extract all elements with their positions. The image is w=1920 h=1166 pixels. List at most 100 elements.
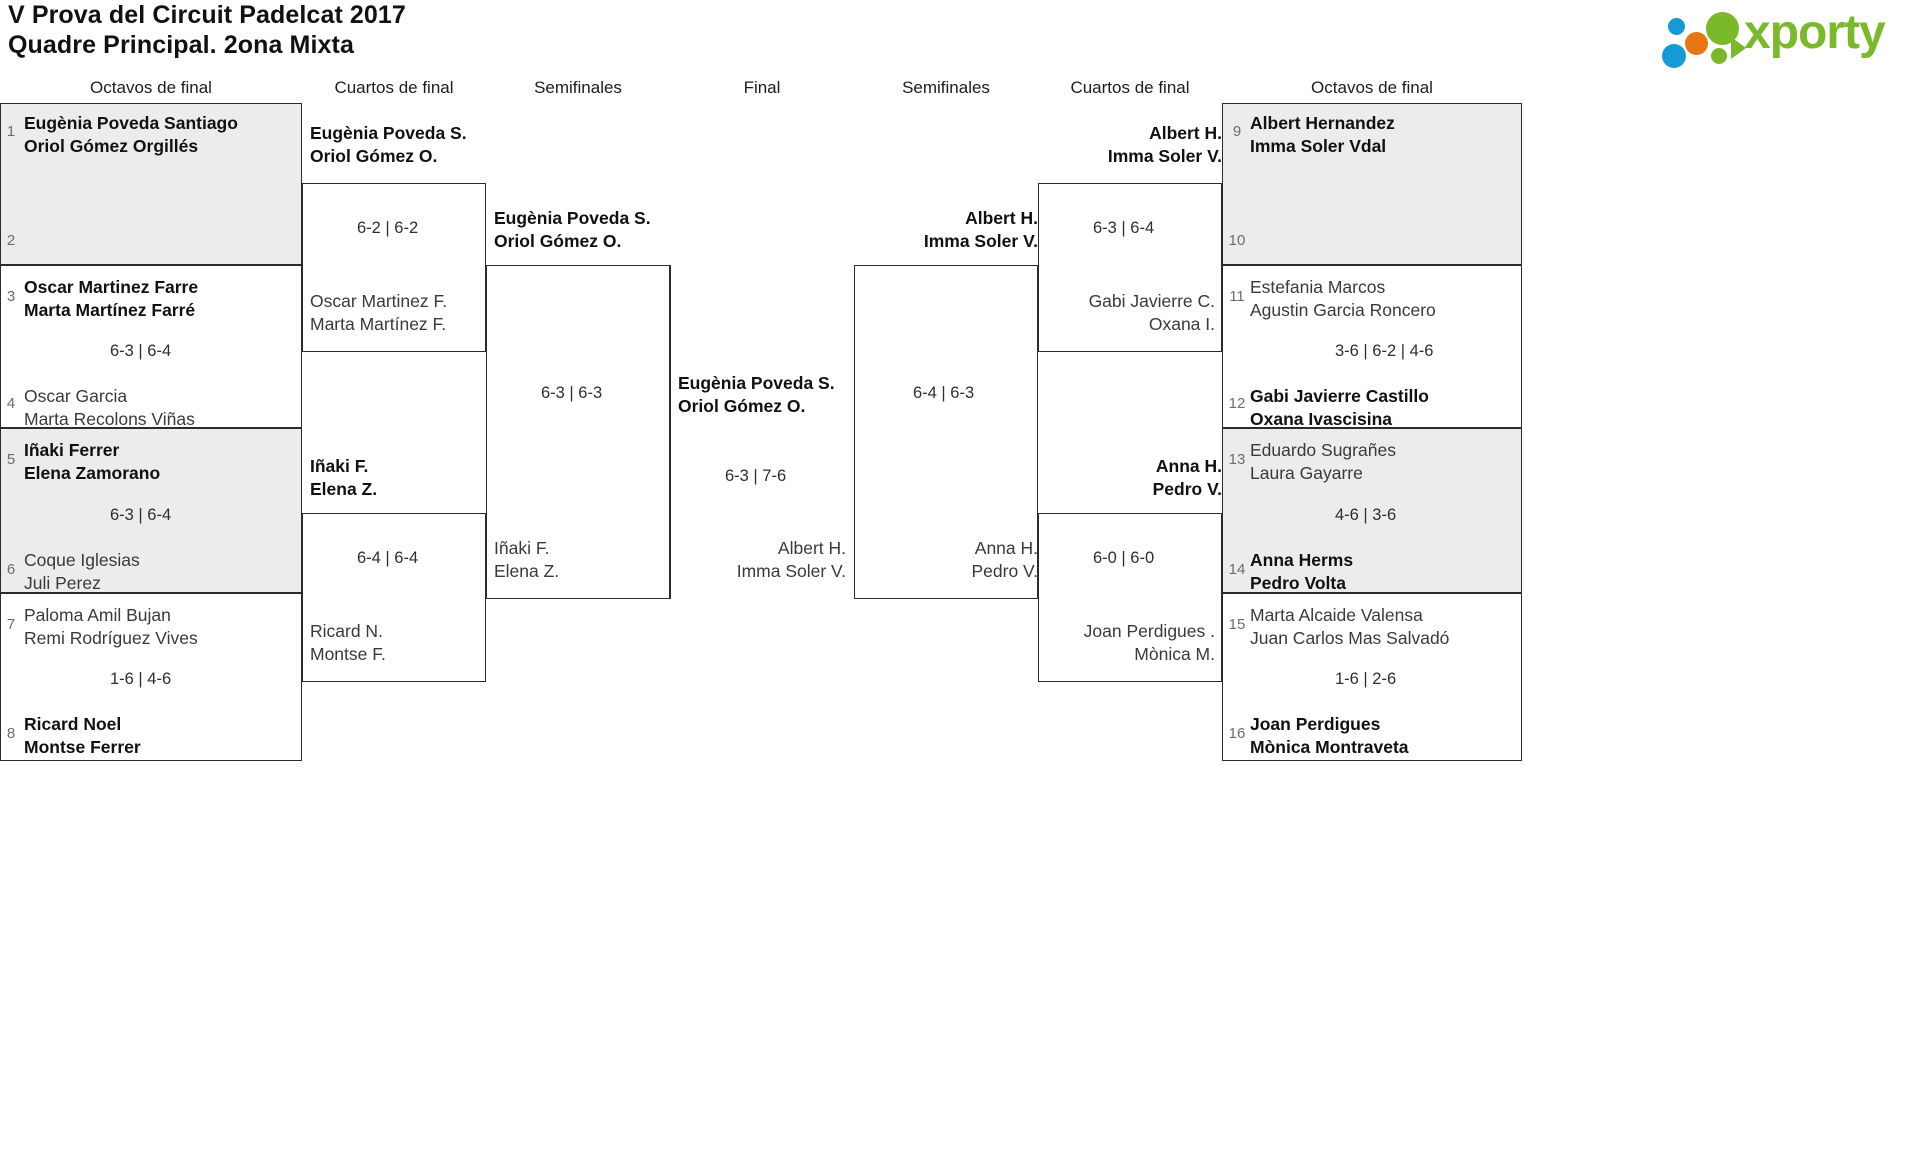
match-block-octavos-l1[interactable] bbox=[0, 103, 302, 265]
logo-wordmark: xporty bbox=[1744, 6, 1886, 59]
score-octavos-r4: 1-6 | 2-6 bbox=[1335, 670, 1397, 688]
player-name: Oxana Ivascisina bbox=[1250, 408, 1393, 429]
match-block-octavos-r4[interactable] bbox=[1222, 593, 1522, 761]
player-name: Ricard N. bbox=[310, 621, 383, 641]
player-name: Agustin Garcia Roncero bbox=[1250, 299, 1436, 320]
player-name: Juli Perez bbox=[24, 572, 101, 593]
player-name: Anna Herms bbox=[1250, 550, 1354, 570]
score-cuartos-r1: 6-3 | 6-4 bbox=[1093, 219, 1155, 237]
match-block-cuartos-r1[interactable] bbox=[1038, 183, 1222, 352]
team-semis-right-top: Albert H. Imma Soler V. bbox=[846, 207, 1038, 252]
seed-number-2: 2 bbox=[6, 232, 16, 249]
team-final-bottom: Albert H. Imma Soler V. bbox=[654, 537, 846, 582]
player-name: Oriol Gómez O. bbox=[310, 145, 438, 166]
team-octavos-r2-bottom: Gabi Javierre Castillo Oxana Ivascisina bbox=[1250, 385, 1429, 430]
player-name: Albert H. bbox=[777, 538, 846, 558]
player-name: Iñaki F. bbox=[494, 538, 550, 558]
team-octavos-r3-top: Eduardo Sugrañes Laura Gayarre bbox=[1250, 439, 1396, 484]
team-cuartos-r2-top: Anna H. Pedro V. bbox=[1022, 455, 1222, 500]
match-block-octavos-r1[interactable] bbox=[1222, 103, 1522, 265]
player-name: Juan Carlos Mas Salvadó bbox=[1250, 627, 1450, 648]
player-name: Joan Perdigues bbox=[1250, 714, 1381, 734]
match-block-cuartos-r2[interactable] bbox=[1038, 513, 1222, 682]
player-name: Joan Perdigues . bbox=[1083, 621, 1215, 641]
seed-number-6: 6 bbox=[6, 561, 16, 578]
match-block-semis-left[interactable] bbox=[486, 265, 670, 599]
team-semis-right-bottom: Anna H. Pedro V. bbox=[846, 537, 1039, 582]
player-name: Oxana I. bbox=[1148, 313, 1215, 334]
match-block-octavos-l3[interactable] bbox=[0, 428, 302, 593]
round-header-octavos-right: Octavos de final bbox=[1311, 78, 1433, 97]
match-block-cuartos-l2[interactable] bbox=[302, 513, 486, 682]
player-name: Montse Ferrer bbox=[24, 736, 141, 757]
team-octavos-l2-top: Oscar Martinez Farre Marta Martínez Farr… bbox=[24, 276, 198, 321]
player-name: Oscar Martinez F. bbox=[310, 291, 448, 311]
match-block-octavos-l2[interactable] bbox=[0, 265, 302, 428]
seed-number-7: 7 bbox=[6, 616, 16, 633]
match-block-octavos-r3[interactable] bbox=[1222, 428, 1522, 593]
player-name: Marta Martínez F. bbox=[310, 313, 447, 334]
round-header-cuartos-left: Cuartos de final bbox=[334, 78, 454, 97]
player-name: Mònica M. bbox=[1134, 643, 1215, 664]
team-octavos-l1-top: Eugènia Poveda Santiago Oriol Gómez Orgi… bbox=[24, 112, 238, 157]
player-name: Anna H. bbox=[974, 538, 1038, 558]
team-cuartos-l1-bottom: Oscar Martinez F. Marta Martínez F. bbox=[310, 290, 447, 335]
score-octavos-l2: 6-3 | 6-4 bbox=[110, 342, 172, 360]
score-octavos-r2: 3-6 | 6-2 | 4-6 bbox=[1335, 342, 1434, 360]
score-cuartos-l1: 6-2 | 6-2 bbox=[357, 219, 419, 237]
match-block-cuartos-l1[interactable] bbox=[302, 183, 486, 352]
player-name: Anna H. bbox=[1155, 456, 1222, 476]
seed-number-13: 13 bbox=[1228, 451, 1246, 468]
round-header-semis-right: Semifinales bbox=[902, 78, 990, 97]
player-name: Oriol Gómez Orgillés bbox=[24, 135, 199, 156]
player-name: Eugènia Poveda S. bbox=[678, 373, 835, 393]
team-octavos-l3-top: Iñaki Ferrer Elena Zamorano bbox=[24, 439, 160, 484]
player-name: Coque Iglesias bbox=[24, 550, 140, 570]
match-block-semis-right[interactable] bbox=[854, 265, 1038, 599]
player-name: Imma Soler V. bbox=[923, 230, 1038, 251]
player-name: Albert H. bbox=[965, 208, 1038, 228]
seed-number-15: 15 bbox=[1228, 616, 1246, 633]
player-name: Albert Hernandez bbox=[1250, 113, 1395, 133]
round-header-final: Final bbox=[743, 78, 781, 97]
seed-number-16: 16 bbox=[1228, 725, 1246, 742]
seed-number-5: 5 bbox=[6, 451, 16, 468]
player-name: Iñaki Ferrer bbox=[24, 440, 120, 460]
player-name: Laura Gayarre bbox=[1250, 462, 1363, 483]
round-header-semis-left: Semifinales bbox=[534, 78, 622, 97]
match-block-octavos-r2[interactable] bbox=[1222, 265, 1522, 428]
player-name: Pedro V. bbox=[1152, 478, 1222, 499]
team-cuartos-l2-bottom: Ricard N. Montse F. bbox=[310, 620, 386, 665]
player-name: Pedro Volta bbox=[1250, 572, 1346, 593]
match-block-octavos-l4[interactable] bbox=[0, 593, 302, 761]
team-cuartos-l2-top: Iñaki F. Elena Z. bbox=[310, 455, 377, 500]
player-name: Oscar Garcia bbox=[24, 386, 128, 406]
player-name: Eduardo Sugrañes bbox=[1250, 440, 1396, 460]
player-name: Oscar Martinez Farre bbox=[24, 277, 199, 297]
page-title: V Prova del Circuit Padelcat 2017 Quadre… bbox=[8, 0, 406, 60]
logo-dot-green-small bbox=[1711, 48, 1727, 64]
score-octavos-r3: 4-6 | 3-6 bbox=[1335, 506, 1397, 524]
player-name: Oriol Gómez O. bbox=[494, 230, 622, 251]
player-name: Imma Soler V. bbox=[1107, 145, 1222, 166]
team-cuartos-r1-top: Albert H. Imma Soler V. bbox=[1022, 122, 1222, 167]
player-name: Marta Martínez Farré bbox=[24, 299, 196, 320]
seed-number-1: 1 bbox=[6, 123, 16, 140]
player-name: Montse F. bbox=[310, 643, 386, 664]
team-final-top: Eugènia Poveda S. Oriol Gómez O. bbox=[678, 372, 835, 417]
round-header-octavos-left: Octavos de final bbox=[90, 78, 212, 97]
title-line-2: Quadre Principal. 2ona Mixta bbox=[8, 31, 354, 59]
round-header-cuartos-right: Cuartos de final bbox=[1070, 78, 1190, 97]
player-name: Imma Soler V. bbox=[736, 560, 846, 581]
player-name: Remi Rodríguez Vives bbox=[24, 627, 198, 648]
player-name: Albert H. bbox=[1149, 123, 1222, 143]
player-name: Mònica Montraveta bbox=[1250, 736, 1409, 757]
logo-dot-blue-top bbox=[1668, 18, 1685, 35]
player-name: Eugènia Poveda S. bbox=[310, 123, 467, 143]
team-octavos-r4-bottom: Joan Perdigues Mònica Montraveta bbox=[1250, 713, 1409, 758]
team-octavos-l3-bottom: Coque Iglesias Juli Perez bbox=[24, 549, 140, 594]
team-cuartos-r1-bottom: Gabi Javierre C. Oxana I. bbox=[1010, 290, 1215, 335]
logo-chevron-icon bbox=[1731, 37, 1746, 59]
player-name: Eugènia Poveda S. bbox=[494, 208, 651, 228]
